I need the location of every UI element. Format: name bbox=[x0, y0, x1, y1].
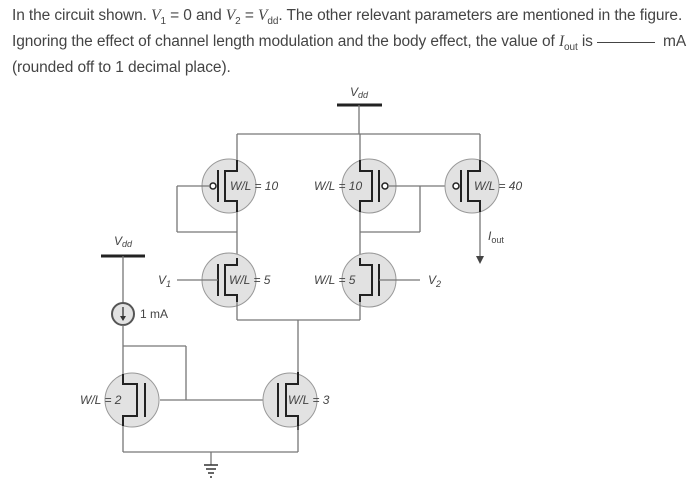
pmos-right-label: W/L = 40 bbox=[474, 179, 522, 193]
vdd-top-rail: Vdd bbox=[237, 85, 480, 135]
question-text: In the circuit shown. V1 = 0 and V2 = Vd… bbox=[12, 6, 692, 78]
pmos-left-label: W/L = 10 bbox=[230, 179, 278, 193]
nmos-ref-label: W/L = 2 bbox=[80, 393, 122, 407]
vdd-left-label: Vdd bbox=[114, 234, 133, 249]
iout-label: Iout bbox=[488, 229, 504, 245]
current-source: 1 mA bbox=[111, 302, 168, 374]
pmos-right: W/L = 40 Iout bbox=[444, 134, 522, 264]
current-arrow-icon bbox=[120, 316, 126, 321]
nmos-left-diff: V1 W/L = 5 bbox=[158, 252, 271, 320]
nmos-right-diff: V2 W/L = 5 bbox=[314, 252, 441, 320]
vdd-left-rail: Vdd bbox=[101, 234, 145, 303]
nmos-tail-label: W/L = 3 bbox=[288, 393, 330, 407]
v2-label: V2 bbox=[428, 273, 441, 289]
ground-icon bbox=[123, 451, 298, 478]
nmos-tail: W/L = 3 bbox=[262, 372, 330, 452]
vdd-subscript: dd bbox=[267, 16, 279, 28]
question-part1: In the circuit shown. bbox=[12, 7, 152, 24]
v2-subscript: 2 bbox=[235, 16, 241, 28]
pmos-mid-label: W/L = 10 bbox=[314, 179, 362, 193]
question-eq2: = bbox=[240, 7, 259, 24]
question-part2: . The other relevant parameters are ment… bbox=[12, 7, 683, 51]
iout-symbol: I bbox=[558, 33, 565, 51]
question-part3: is bbox=[577, 33, 593, 51]
question-part4: mA (rounded off to 1 decimal place). bbox=[12, 33, 686, 77]
vdd-symbol: V bbox=[258, 7, 268, 24]
current-source-label: 1 mA bbox=[140, 307, 168, 321]
question-eq1: = 0 and bbox=[165, 7, 226, 24]
nmos-left-diff-label: W/L = 5 bbox=[229, 273, 271, 287]
iout-arrow-icon bbox=[476, 256, 484, 264]
iout-subscript: out bbox=[564, 42, 578, 54]
pmos-mid: W/L = 10 bbox=[314, 134, 448, 258]
v1-symbol: V bbox=[151, 7, 161, 24]
nmos-ref: W/L = 2 bbox=[80, 345, 268, 452]
vdd-top-label: Vdd bbox=[350, 85, 369, 100]
pmos-left: W/L = 10 bbox=[176, 134, 278, 258]
nmos-right-diff-label: W/L = 5 bbox=[314, 273, 356, 287]
answer-blank bbox=[596, 42, 655, 44]
v1-subscript: 1 bbox=[160, 16, 166, 28]
v1-label: V1 bbox=[158, 273, 171, 289]
v2-symbol: V bbox=[225, 7, 236, 24]
